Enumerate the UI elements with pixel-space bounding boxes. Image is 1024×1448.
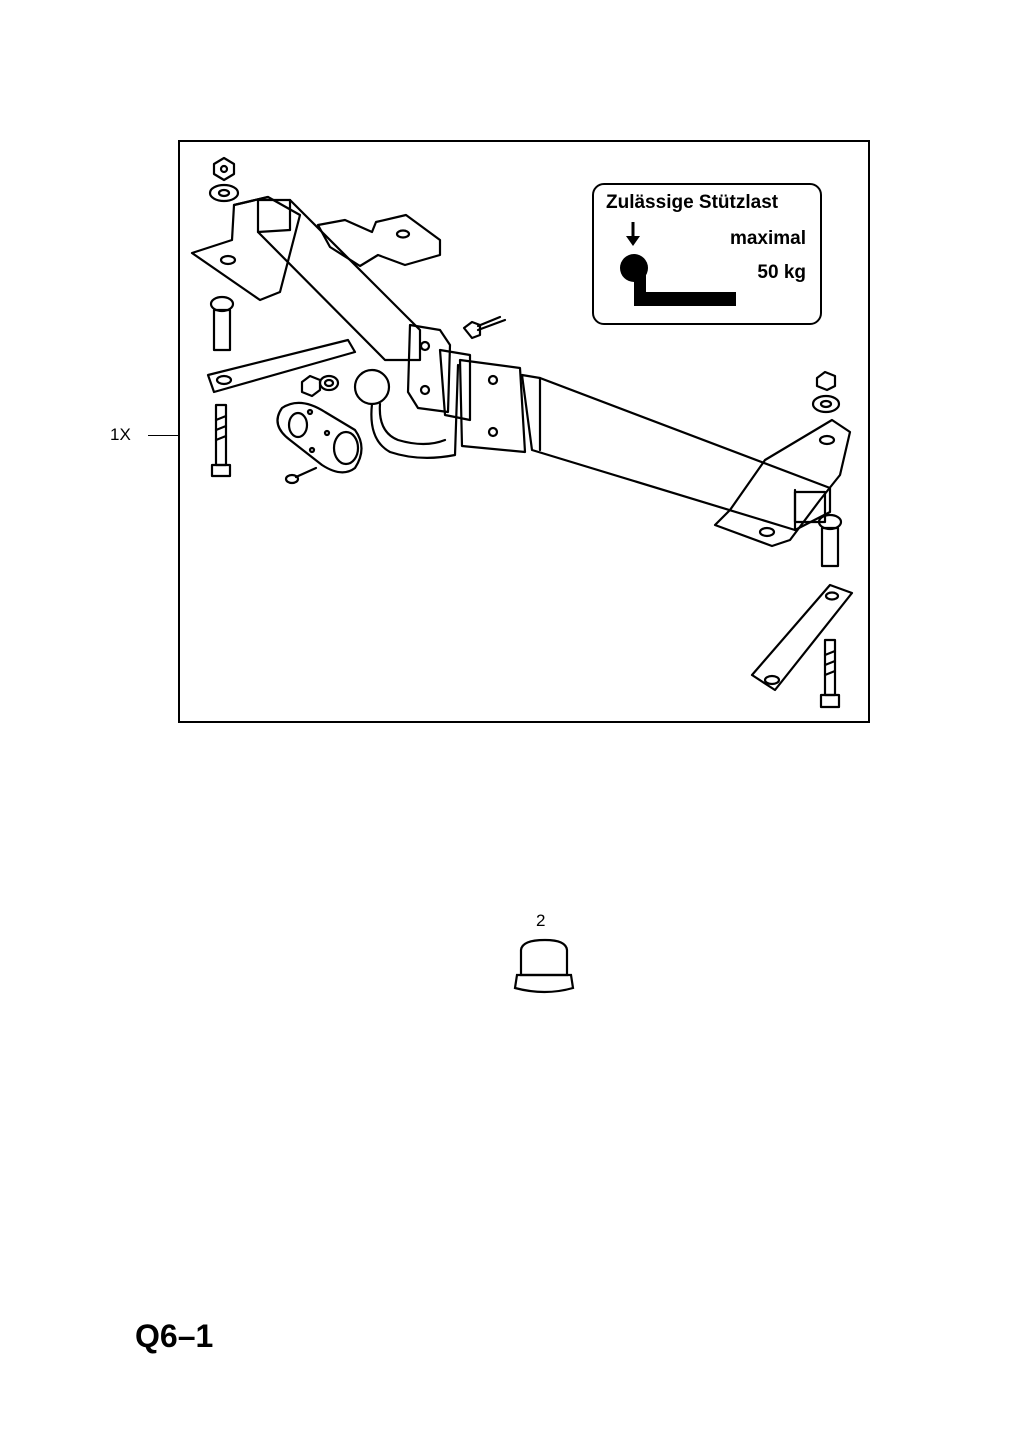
right-strap: [750, 583, 854, 692]
upper-bracket: [316, 213, 442, 268]
small-screw: [284, 466, 318, 485]
nut-top-left: [212, 156, 236, 182]
nut-center: [300, 374, 340, 398]
socket-plate: [276, 401, 363, 474]
callout-2-label: 2: [536, 911, 546, 930]
cap-part-icon: [513, 938, 575, 994]
cross-tube-right: [520, 373, 832, 532]
tow-ball: [353, 363, 460, 459]
bolt-left-upright: [209, 295, 235, 352]
load-symbol-icon: [620, 222, 736, 306]
bolt-center-top: [462, 315, 507, 340]
diagram-frame: [178, 140, 870, 723]
washer-top-left: [208, 183, 240, 203]
callout-1x-label: 1X: [110, 425, 131, 444]
long-bolt-right: [819, 638, 841, 709]
load-label-box: Zulässige Stützlast maximal 50 kg: [592, 183, 822, 325]
left-mounting-bracket: [190, 195, 302, 302]
washer-right: [811, 394, 841, 414]
bolt-right-upright: [817, 513, 843, 568]
center-mount-plate: [406, 323, 472, 422]
callout-1x-leader-line: [148, 435, 179, 436]
page-code: Q6–1: [135, 1318, 214, 1354]
long-bolt-left: [210, 403, 232, 478]
right-mounting-bracket: [713, 418, 852, 548]
nut-right: [815, 370, 837, 392]
load-label-line1: Zulässige Stützlast: [606, 192, 779, 213]
cross-tube-left: [256, 198, 422, 362]
load-label-line3: 50 kg: [757, 262, 806, 283]
right-mount-plate: [458, 358, 527, 454]
load-label-line2: maximal: [729, 228, 806, 249]
left-strap: [206, 338, 357, 394]
